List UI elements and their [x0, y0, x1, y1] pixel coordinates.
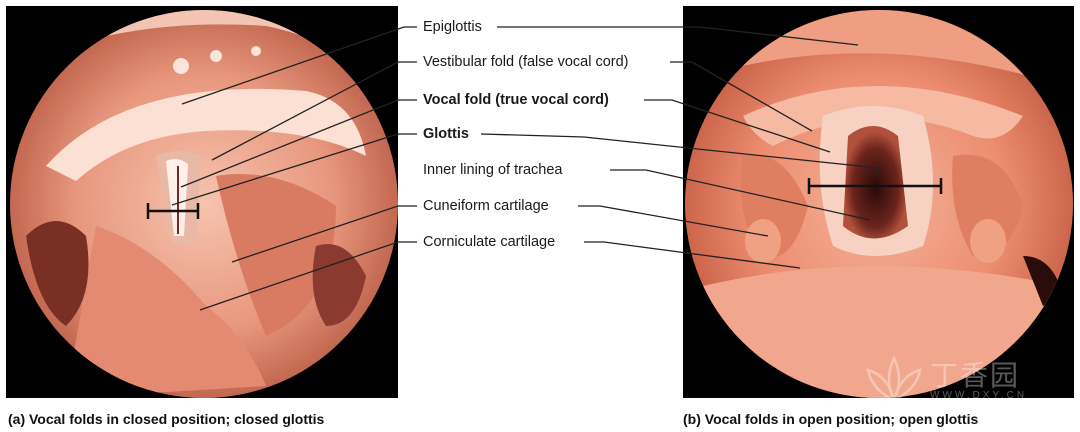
photo-open-glottis	[683, 6, 1074, 398]
label-glottis: Glottis	[423, 126, 469, 142]
photo-closed-glottis	[6, 6, 398, 398]
tracheal-opening	[843, 126, 908, 239]
label-vestibular-fold: Vestibular fold (false vocal cord)	[423, 54, 629, 70]
label-vocal-fold: Vocal fold (true vocal cord)	[423, 92, 609, 108]
label-cuneiform-cartilage: Cuneiform cartilage	[423, 198, 549, 214]
label-inner-lining-trachea: Inner lining of trachea	[423, 162, 563, 178]
label-corniculate-cartilage: Corniculate cartilage	[423, 234, 556, 250]
closed-glottis-illustration	[10, 10, 398, 398]
caption-closed-glottis: (a) Vocal folds in closed position; clos…	[8, 411, 325, 427]
caption-open-glottis: (b) Vocal folds in open position; open g…	[683, 411, 979, 427]
label-epiglottis: Epiglottis	[423, 19, 482, 35]
glottis-bracket-a	[146, 203, 200, 219]
open-glottis-illustration	[685, 10, 1073, 398]
